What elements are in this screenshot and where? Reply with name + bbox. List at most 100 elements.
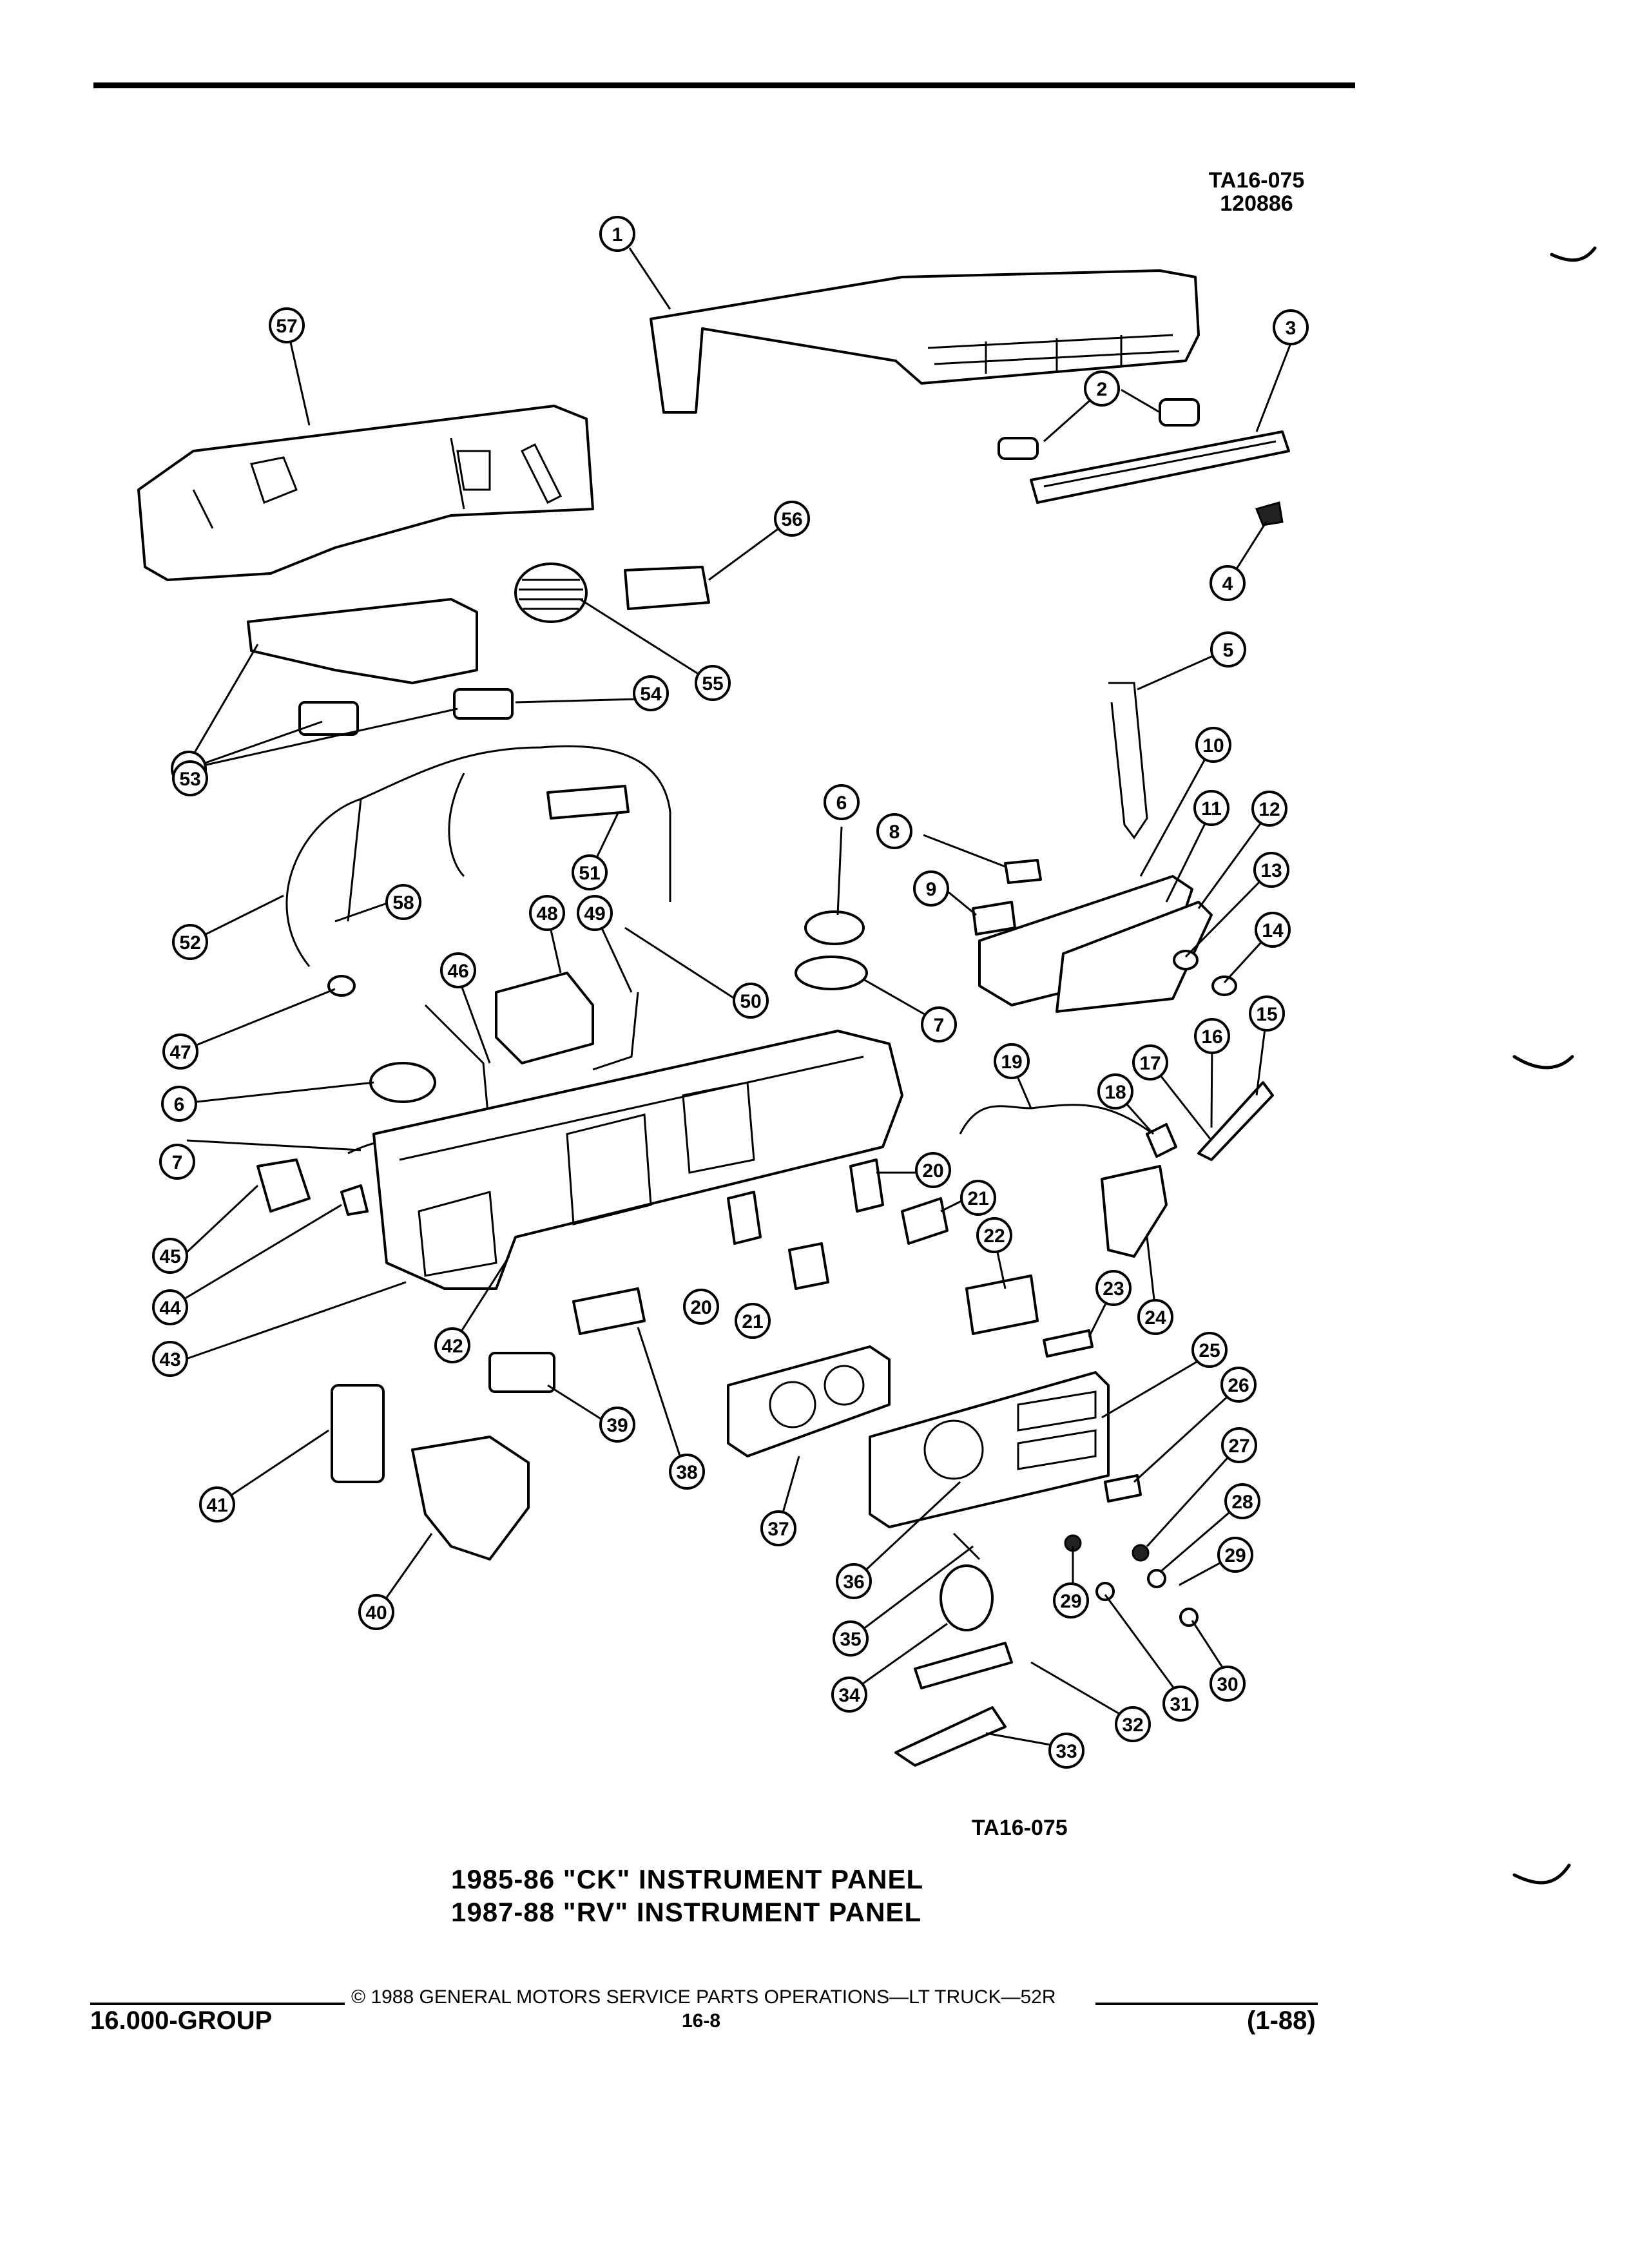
svg-text:50: 50 <box>740 991 761 1012</box>
part-vent-20b <box>849 1158 884 1213</box>
svg-text:19: 19 <box>1001 1052 1022 1073</box>
diagram-title-line-1: 1985-86 "CK" INSTRUMENT PANEL <box>451 1864 924 1894</box>
part-lens-34 <box>940 1564 994 1631</box>
callout-22: 22 <box>976 1217 1012 1253</box>
svg-text:41: 41 <box>206 1495 227 1516</box>
part-outlet <box>624 566 710 610</box>
diagram-reference-code: TA16-075 <box>972 1816 1068 1840</box>
part-plate-32 <box>914 1642 1013 1689</box>
callout-54: 54 <box>633 675 669 711</box>
svg-text:55: 55 <box>702 673 723 695</box>
part-cluster-bezel <box>869 1371 1110 1528</box>
svg-text:36: 36 <box>843 1571 864 1593</box>
callout-1: 1 <box>599 216 635 252</box>
callout-47: 47 <box>162 1033 198 1070</box>
part-clip-18 <box>1146 1123 1177 1158</box>
svg-text:11: 11 <box>1201 798 1222 820</box>
svg-text:31: 31 <box>1170 1694 1191 1715</box>
scan-edge-mark <box>1550 246 1597 262</box>
part-vent-20 <box>727 1191 762 1245</box>
callout-39b: 39 <box>599 1407 635 1443</box>
part-cluster-37 <box>727 1345 891 1457</box>
svg-text:4: 4 <box>1222 573 1233 595</box>
svg-text:7: 7 <box>934 1015 945 1036</box>
svg-text:18: 18 <box>1104 1082 1126 1103</box>
part-speaker <box>369 1062 436 1103</box>
top-rule <box>93 82 1355 88</box>
callout-50: 50 <box>733 983 769 1019</box>
svg-text:51: 51 <box>579 863 600 884</box>
svg-text:3: 3 <box>1286 318 1296 339</box>
reference-date: 120886 <box>1220 191 1293 216</box>
callout-4: 4 <box>1210 565 1246 601</box>
svg-text:16: 16 <box>1201 1026 1222 1048</box>
part-bracket-24 <box>1101 1165 1168 1258</box>
callout-29b: 29 <box>1217 1537 1253 1573</box>
part-bulb-27 <box>1132 1544 1150 1562</box>
diagram-title-line-2: 1987-88 "RV" INSTRUMENT PANEL <box>451 1897 922 1927</box>
callout-5: 5 <box>1210 631 1246 668</box>
svg-text:47: 47 <box>169 1042 191 1063</box>
svg-text:15: 15 <box>1256 1004 1277 1025</box>
svg-text:42: 42 <box>441 1336 463 1357</box>
callout-51: 51 <box>572 854 608 890</box>
callout-56: 56 <box>774 501 810 537</box>
svg-text:29: 29 <box>1224 1545 1246 1566</box>
svg-text:22: 22 <box>983 1225 1005 1247</box>
svg-text:28: 28 <box>1231 1492 1253 1513</box>
svg-text:14: 14 <box>1262 920 1284 941</box>
callout-24: 24 <box>1137 1299 1173 1335</box>
callout-15: 15 <box>1249 995 1285 1032</box>
callout-20: 20 <box>915 1152 951 1188</box>
callout-3: 3 <box>1273 309 1309 345</box>
svg-text:8: 8 <box>889 822 900 843</box>
part-defroster-duct <box>247 598 478 684</box>
callout-53: 53 <box>172 760 208 796</box>
svg-text:53: 53 <box>179 769 200 790</box>
callout-27: 27 <box>1221 1427 1257 1463</box>
svg-text:27: 27 <box>1228 1436 1249 1457</box>
part-control-38 <box>572 1287 646 1335</box>
svg-text:54: 54 <box>640 684 662 705</box>
callout-17: 17 <box>1132 1044 1168 1081</box>
part-bracket-51 <box>546 785 630 820</box>
svg-text:9: 9 <box>926 879 937 900</box>
svg-text:30: 30 <box>1217 1674 1238 1695</box>
svg-text:56: 56 <box>781 509 802 530</box>
svg-text:39: 39 <box>606 1415 628 1436</box>
svg-text:21: 21 <box>967 1188 988 1209</box>
svg-text:34: 34 <box>838 1685 860 1706</box>
callout-19: 19 <box>994 1043 1030 1079</box>
callout-2: 2 <box>1084 370 1120 407</box>
callout-35: 35 <box>833 1620 869 1657</box>
callout-40: 40 <box>358 1594 394 1630</box>
scan-edge-mark <box>1512 1863 1571 1885</box>
callout-44: 44 <box>152 1289 188 1325</box>
svg-text:5: 5 <box>1223 640 1234 661</box>
part-socket-28 <box>1147 1569 1166 1588</box>
part-cable-19 <box>959 1104 1154 1135</box>
callout-8: 8 <box>876 813 912 849</box>
footer-rule <box>1095 2003 1318 2005</box>
callout-41: 41 <box>199 1486 235 1523</box>
svg-text:33: 33 <box>1055 1741 1077 1762</box>
callout-32: 32 <box>1115 1706 1151 1742</box>
part-seal-39 <box>298 701 359 736</box>
callout-23: 23 <box>1095 1270 1132 1306</box>
part-vent-21b <box>788 1242 829 1290</box>
callout-21b: 21 <box>735 1303 771 1339</box>
svg-text:20: 20 <box>690 1297 711 1318</box>
part-speaker-upper <box>804 910 865 945</box>
callout-31: 31 <box>1162 1686 1199 1722</box>
part-switch-26 <box>1104 1474 1142 1503</box>
callout-26: 26 <box>1220 1367 1257 1403</box>
callout-57: 57 <box>269 307 305 343</box>
callout-58: 58 <box>385 884 421 920</box>
callout-33: 33 <box>1048 1733 1084 1769</box>
part-seal-39b <box>488 1352 555 1393</box>
svg-text:20: 20 <box>922 1160 943 1182</box>
part-brace <box>592 992 639 1071</box>
svg-text:6: 6 <box>174 1094 185 1115</box>
callout-6: 6 <box>824 784 860 820</box>
callout-7: 7 <box>921 1006 957 1043</box>
